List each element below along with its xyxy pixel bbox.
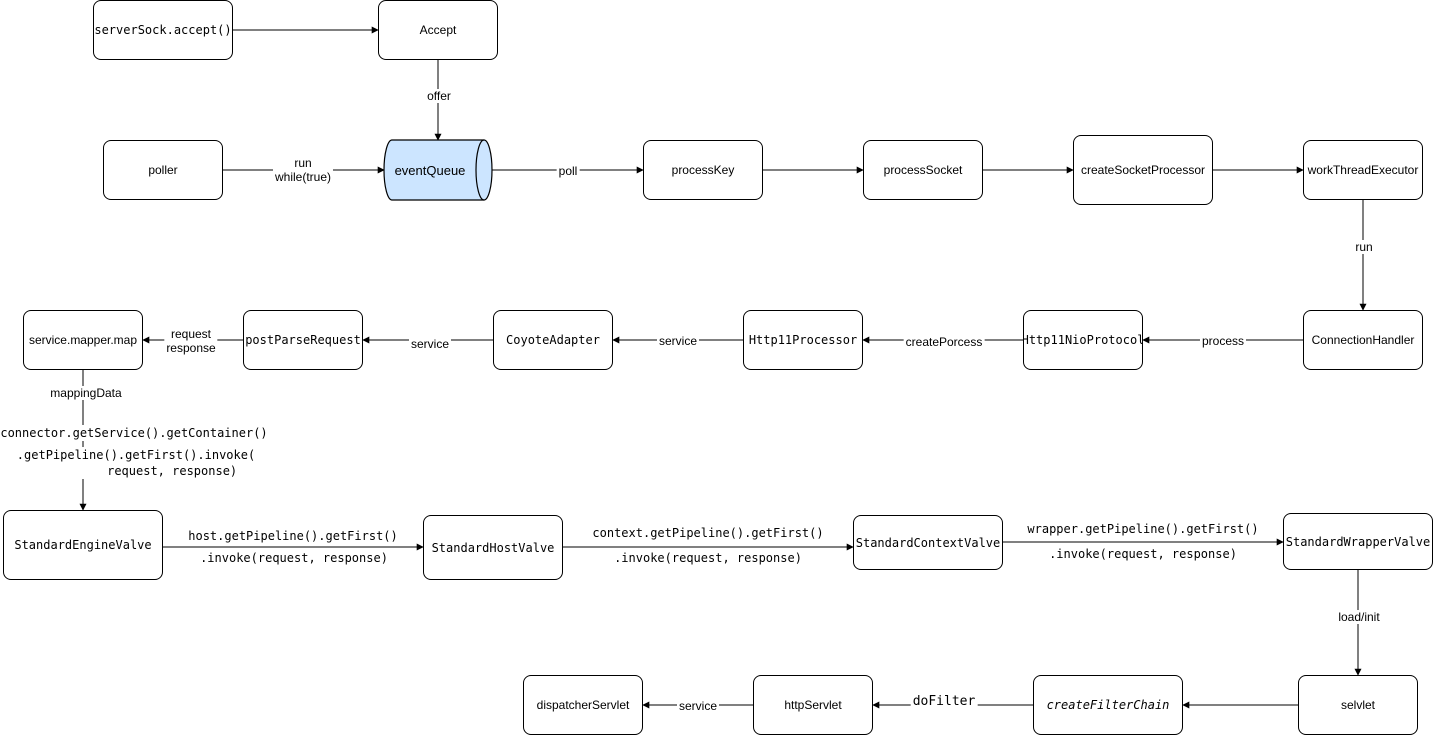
standard-engine-valve-node: StandardEngineValve bbox=[3, 510, 163, 580]
service-mapper-map-node: service.mapper.map bbox=[23, 310, 143, 370]
label-do-filter: doFilter bbox=[910, 694, 978, 710]
coyote-adapter-node: CoyoteAdapter bbox=[493, 310, 613, 370]
standard-context-valve-node: StandardContextValve bbox=[853, 515, 1003, 570]
label-offer: offer bbox=[425, 89, 453, 103]
label-mapping-data: mappingData bbox=[48, 386, 124, 400]
standard-wrapper-valve-node: StandardWrapperValve bbox=[1283, 513, 1433, 570]
post-parse-request-node: postParseRequest bbox=[243, 310, 363, 370]
process-socket-node: processSocket bbox=[863, 140, 983, 200]
create-filter-chain-node: createFilterChain bbox=[1033, 675, 1183, 735]
label-run-while: run while(true) bbox=[272, 156, 334, 184]
work-thread-executor-node: workThreadExecutor bbox=[1303, 140, 1423, 200]
standard-host-valve-node: StandardHostValve bbox=[423, 515, 563, 580]
label-wrapper-line1: wrapper.getPipeline().getFirst() bbox=[1025, 521, 1261, 537]
process-key-node: processKey bbox=[643, 140, 763, 200]
event-queue-label: eventQueue bbox=[394, 162, 466, 178]
label-create-porcess: createPorcess bbox=[903, 335, 985, 349]
server-sock-accept-node: serverSock.accept() bbox=[93, 0, 233, 60]
label-context-line1: context.getPipeline().getFirst() bbox=[590, 525, 826, 541]
label-run: run bbox=[1353, 240, 1375, 254]
label-request-response: request response bbox=[164, 327, 218, 355]
label-load-init: load/init bbox=[1336, 610, 1382, 624]
label-service-1: service bbox=[656, 334, 700, 348]
accept-node: Accept bbox=[378, 0, 498, 60]
selvlet-node: selvlet bbox=[1298, 675, 1418, 735]
dispatcher-servlet-node: dispatcherServlet bbox=[523, 675, 643, 735]
label-connector-line1: connector.getService().getContainer() bbox=[0, 425, 270, 441]
label-poll: poll bbox=[556, 164, 580, 178]
label-connector-line2: .getPipeline().getFirst().invoke( reques… bbox=[14, 447, 258, 479]
connection-handler-node: ConnectionHandler bbox=[1303, 310, 1423, 370]
poller-node: poller bbox=[103, 140, 223, 200]
event-queue-cylinder bbox=[383, 139, 493, 201]
label-process: process bbox=[1199, 334, 1247, 348]
label-service-3: service bbox=[676, 699, 720, 713]
http11-processor-node: Http11Processor bbox=[743, 310, 863, 370]
label-host-line2: .invoke(request, response) bbox=[198, 550, 390, 566]
label-host-line1: host.getPipeline().getFirst() bbox=[186, 528, 400, 544]
http-servlet-node: httpServlet bbox=[753, 675, 873, 735]
label-context-line2: .invoke(request, response) bbox=[612, 550, 804, 566]
label-wrapper-line2: .invoke(request, response) bbox=[1047, 546, 1239, 562]
create-socket-processor-node: createSocketProcessor bbox=[1073, 135, 1213, 205]
http11-nio-protocol-node: Http11NioProtocol bbox=[1023, 310, 1143, 370]
label-service-2: service bbox=[408, 337, 452, 351]
